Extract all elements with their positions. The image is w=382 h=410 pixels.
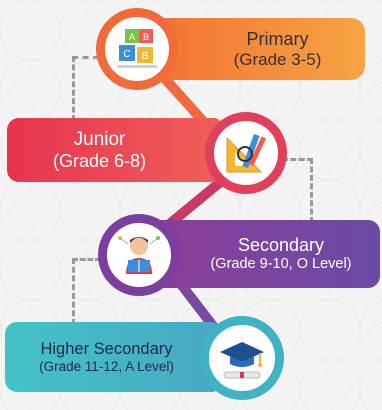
stage-title: Primary	[246, 28, 309, 49]
stage-circle-primary: A B C B	[96, 8, 178, 90]
stage-title: Higher Secondary	[40, 339, 173, 358]
stage-card-primary: Primary (Grade 3-5)	[150, 18, 365, 80]
stage-title: Junior	[73, 128, 126, 150]
graduation-cap-diploma-icon	[220, 342, 264, 379]
stage-title: Secondary	[237, 235, 325, 256]
stage-subtitle: (Grade 3-5)	[233, 49, 322, 69]
stage-card-secondary: Secondary (Grade 9-10, O Level)	[140, 220, 380, 288]
stage-circle-higher-secondary	[200, 316, 284, 400]
abc-blocks-icon: A B C B	[117, 29, 157, 68]
svg-text:C: C	[123, 49, 130, 60]
dashed-connector-2	[282, 158, 313, 223]
stage-subtitle: (Grade 9-10, O Level)	[210, 256, 352, 272]
stage-subtitle: (Grade 11-12, A Level)	[39, 358, 174, 374]
student-reading-icon	[118, 236, 160, 274]
stage-circle-secondary	[98, 214, 180, 296]
dashed-connector-1	[72, 56, 99, 121]
svg-text:B: B	[143, 32, 149, 42]
svg-text:B: B	[142, 51, 149, 62]
svg-text:A: A	[129, 32, 135, 42]
stage-card-junior: Junior (Grade 6-8)	[7, 118, 222, 182]
drawing-tools-icon	[226, 133, 267, 173]
stage-subtitle: (Grade 6-8)	[52, 150, 147, 171]
stage-circle-junior	[205, 112, 287, 194]
dashed-connector-3	[72, 258, 101, 325]
stage-card-higher-secondary: Higher Secondary (Grade 11-12, A Level)	[5, 322, 220, 392]
